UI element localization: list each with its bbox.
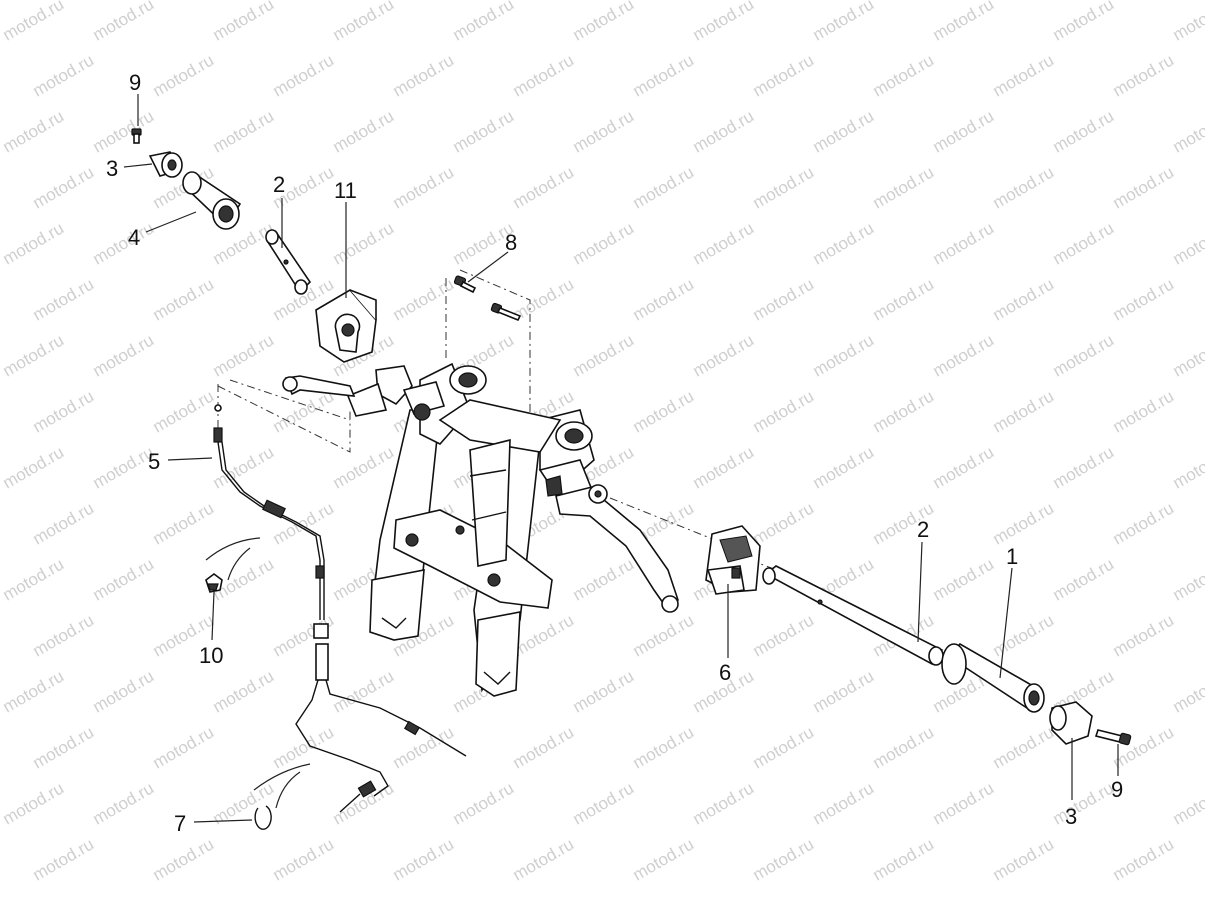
break-marks bbox=[205, 537, 311, 809]
callout-6: 6 bbox=[719, 660, 731, 685]
callout-labels: 9 3 4 2 11 8 5 10 7 6 2 1 3 9 bbox=[106, 70, 1123, 836]
handlebar-tube-part-2-right bbox=[762, 565, 944, 666]
callout-4: 4 bbox=[128, 225, 140, 250]
cable-assembly-part-5 bbox=[213, 404, 467, 813]
callout-9-right: 9 bbox=[1111, 777, 1123, 802]
leader-lines bbox=[123, 94, 1119, 823]
grip-part-4 bbox=[182, 171, 242, 230]
grip-part-1 bbox=[941, 643, 1045, 713]
throttle-housing-part-11 bbox=[315, 288, 377, 363]
callout-7: 7 bbox=[174, 811, 186, 836]
handlebar-tube-part-2-left bbox=[265, 229, 312, 295]
callout-3-right: 3 bbox=[1065, 804, 1077, 829]
callout-10: 10 bbox=[199, 643, 223, 668]
callout-2-left: 2 bbox=[273, 172, 285, 197]
nut-part-10 bbox=[205, 573, 223, 593]
clutch-lever-right bbox=[555, 484, 679, 613]
callout-2-right: 2 bbox=[917, 517, 929, 542]
front-fork-assembly bbox=[369, 362, 595, 697]
callout-9-left: 9 bbox=[129, 70, 141, 95]
callout-1: 1 bbox=[1006, 544, 1018, 569]
callout-3-left: 3 bbox=[106, 156, 118, 181]
callout-11: 11 bbox=[334, 178, 357, 203]
screw-part-9-right bbox=[1094, 729, 1132, 746]
callout-5: 5 bbox=[148, 449, 160, 474]
bar-end-weight-part-3-right bbox=[1049, 701, 1093, 745]
brake-master-cylinder-left bbox=[282, 365, 446, 421]
callout-8: 8 bbox=[505, 230, 517, 255]
screw-part-9-left bbox=[131, 128, 142, 144]
bolt-part-8 bbox=[453, 275, 522, 322]
clip-part-7 bbox=[254, 805, 272, 830]
bar-end-weight-part-3-left bbox=[148, 151, 183, 178]
switch-housing-part-6 bbox=[705, 525, 761, 595]
